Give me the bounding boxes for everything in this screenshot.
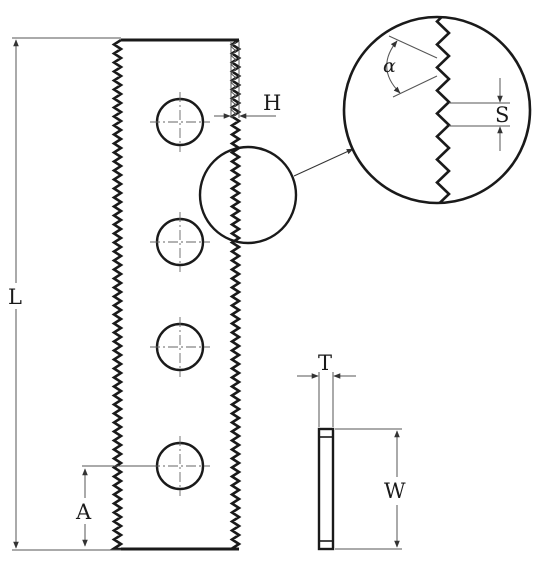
label-thickness: T: [318, 351, 332, 375]
side-view: T W: [297, 351, 412, 551]
hole: [150, 317, 210, 377]
left-serrated-edge: [110, 38, 124, 551]
detail-leader-line: [293, 148, 354, 177]
label-tooth-angle: α: [383, 55, 396, 77]
angle-ray-lower: [392, 75, 438, 98]
side-view-body: [317, 427, 335, 551]
dimension-tooth-height: H: [214, 42, 281, 119]
label-length: L: [8, 285, 22, 309]
dimension-length: L: [6, 37, 121, 551]
angle-ray-upper: [388, 35, 438, 59]
detail-serrated-edge: [434, 17, 451, 203]
dimension-hole-offset: A: [74, 465, 160, 547]
detail-callout: α S: [198, 15, 532, 245]
hole: [150, 92, 210, 152]
label-hole-offset: A: [75, 500, 92, 524]
top-right-tooth-detail: [230, 41, 237, 119]
holes: [150, 92, 210, 496]
detail-magnified-circle: [342, 15, 532, 205]
label-tooth-height: H: [263, 91, 281, 115]
angle-arc: [386, 40, 401, 94]
label-tooth-pitch: S: [495, 103, 509, 127]
hole: [150, 212, 210, 272]
label-width: W: [384, 479, 406, 503]
detail-source-circle: [198, 145, 298, 245]
right-serrated-edge: [228, 38, 242, 551]
serrated-plate: [110, 38, 242, 551]
hole: [150, 436, 210, 496]
